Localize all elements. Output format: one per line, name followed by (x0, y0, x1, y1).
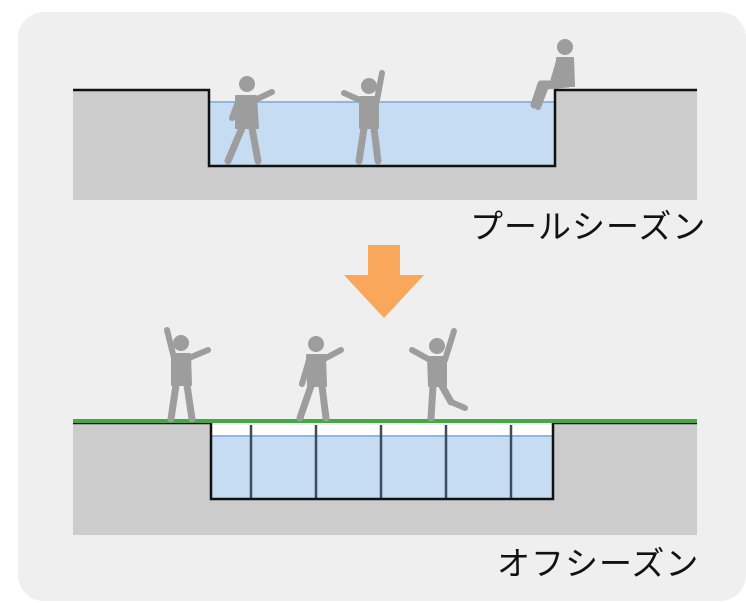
pool-season-scene (73, 39, 697, 200)
pool-ground (73, 90, 697, 200)
person-walking-figure (296, 336, 344, 422)
off-season-scene (73, 327, 697, 535)
pool-season-label: プールシーズン (470, 207, 707, 246)
transition-arrow-down (344, 245, 424, 318)
person-wading-figure (224, 76, 275, 165)
person-dancing-figure (409, 328, 468, 422)
person-sitting-figure (530, 39, 575, 110)
off-season-label: オフシーズン (497, 544, 700, 583)
covered-pool-ground (73, 423, 697, 535)
pool-outline (73, 88, 697, 168)
pool-water (209, 102, 555, 166)
person-arms-up-figure (341, 70, 385, 165)
deck-support-posts (249, 425, 513, 499)
person-standing-figure (164, 327, 211, 423)
